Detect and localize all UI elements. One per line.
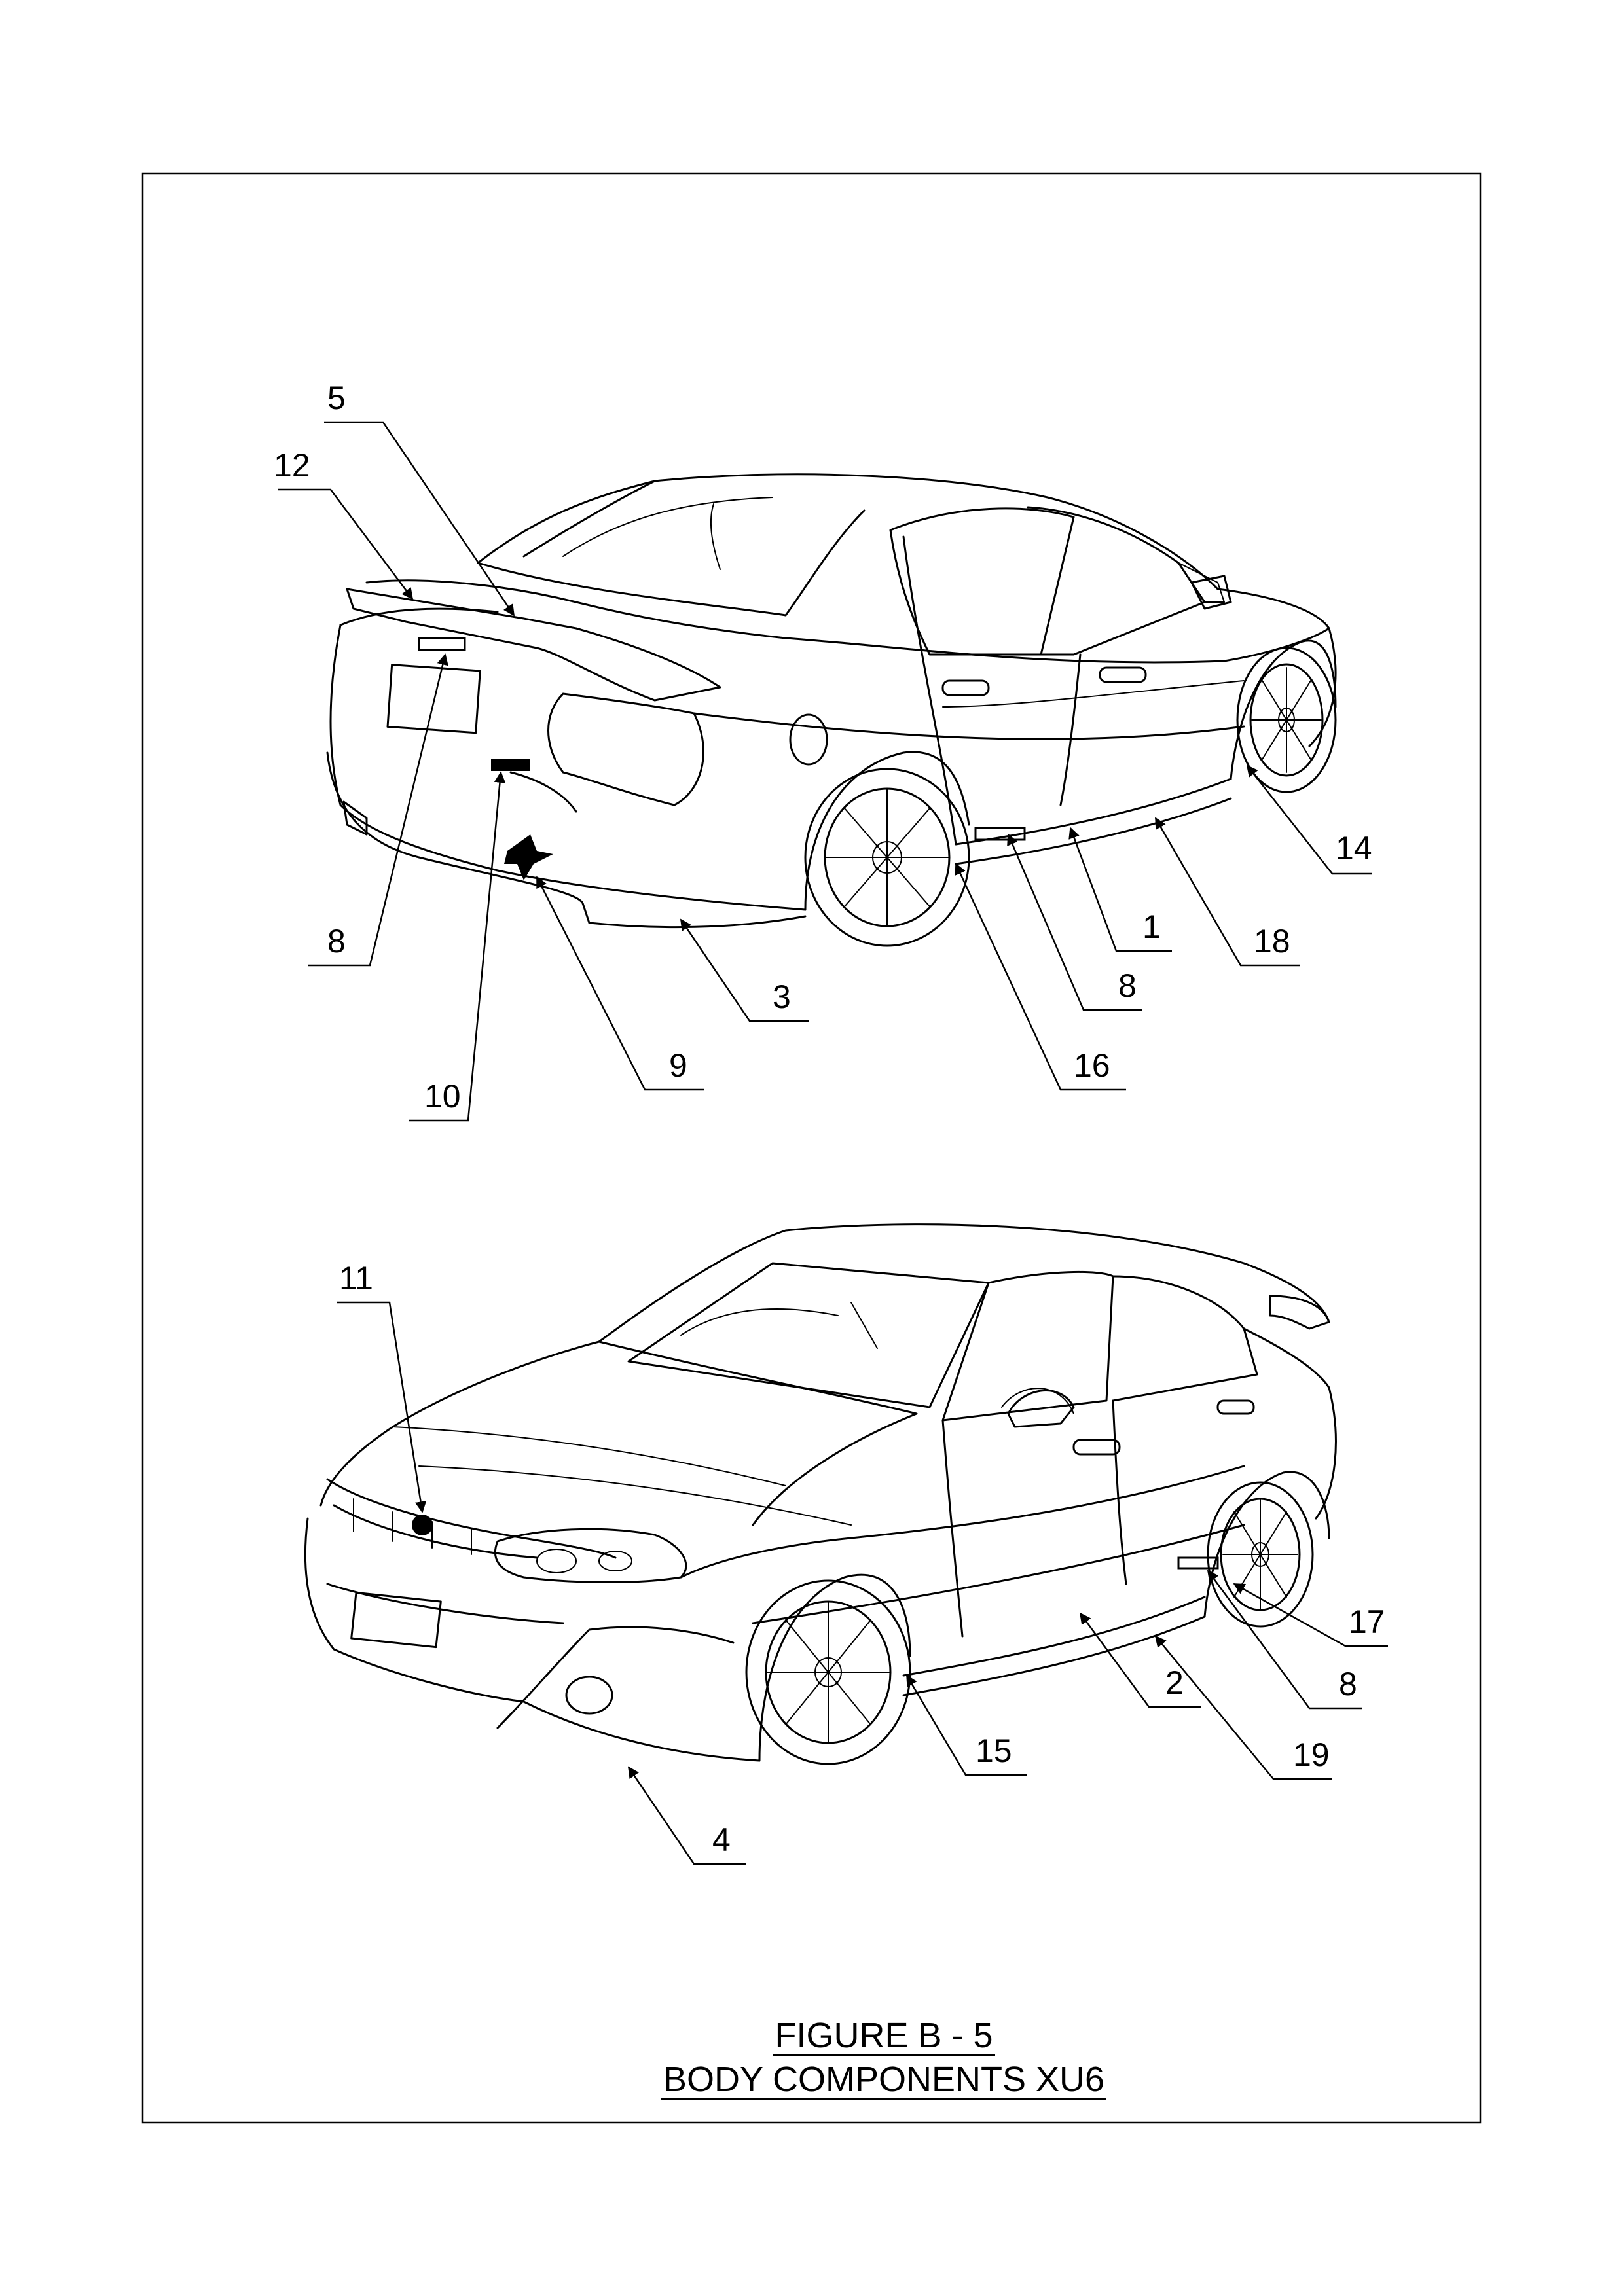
rear-view-car-illustration (327, 475, 1336, 946)
figure-subtitle: BODY COMPONENTS XU6 (663, 2060, 1104, 2099)
callout-12: 12 (274, 447, 310, 484)
callout-3: 3 (773, 978, 791, 1015)
front-view-callouts: 11 4 15 2 19 8 17 (337, 1260, 1388, 1864)
side-sill-badge-front (1178, 1558, 1218, 1568)
callout-8-front: 8 (1339, 1666, 1357, 1702)
callout-10: 10 (424, 1078, 461, 1115)
callout-5: 5 (327, 380, 346, 416)
callout-18: 18 (1254, 923, 1290, 960)
callout-16: 16 (1074, 1047, 1110, 1084)
callout-15: 15 (976, 1732, 1012, 1769)
bonnet-badge (412, 1515, 433, 1535)
callout-19: 19 (1293, 1736, 1330, 1773)
callout-8-side: 8 (1118, 967, 1137, 1004)
callout-2: 2 (1165, 1664, 1184, 1701)
callout-9: 9 (669, 1047, 687, 1084)
callout-11: 11 (339, 1260, 373, 1297)
page-border (143, 173, 1480, 2123)
rear-view-callouts: 5 12 8 10 9 3 16 8 1 18 14 (274, 380, 1372, 1121)
callout-14: 14 (1336, 830, 1372, 867)
figure-caption: FIGURE B - 5 BODY COMPONENTS XU6 (661, 2016, 1106, 2099)
rear-bumper-badge (491, 759, 530, 771)
rear-trunk-badge (419, 638, 465, 650)
callout-17: 17 (1349, 1604, 1385, 1640)
callout-8-rear: 8 (327, 923, 346, 960)
figure-title: FIGURE B - 5 (775, 2016, 993, 2055)
callout-4: 4 (712, 1821, 731, 1858)
callout-1: 1 (1142, 908, 1161, 945)
